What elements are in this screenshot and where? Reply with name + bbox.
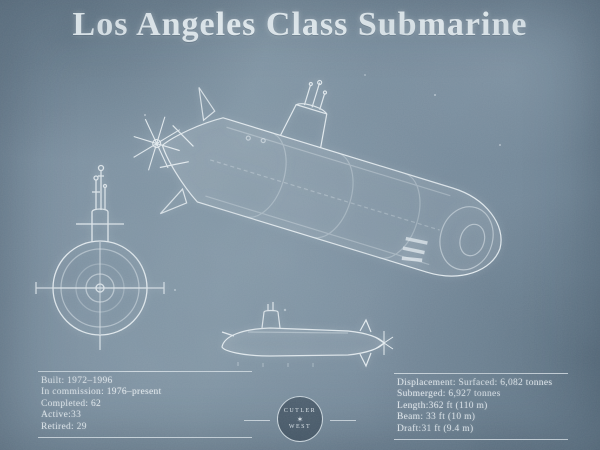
spec-line-draft: Draft:31 ft (9.4 m) <box>397 423 474 434</box>
periscope-mast <box>76 166 124 243</box>
spec-line-built: Built: 1972–1996 <box>41 375 113 386</box>
brand-badge: CUTLER ✶ WEST <box>277 396 323 442</box>
spec-block-dimensions: Displacement: Surfaced: 6,082 tonnes Sub… <box>394 372 568 440</box>
spec-line-completed: Completed: 62 <box>41 398 102 409</box>
profile-sail <box>262 302 280 328</box>
spec-block-service-history: Built: 1972–1996 In commission: 1976–pre… <box>38 370 252 438</box>
badge-bottom-text: WEST <box>288 423 312 430</box>
spec-line-submerged: Submerged: 6,927 tonnes <box>397 389 501 399</box>
spec-line-length: Length:362 ft (110 m) <box>397 400 488 411</box>
badge-dash-left <box>244 420 270 421</box>
spec-line-beam: Beam: 33 ft (10 m) <box>397 412 476 422</box>
badge-top-text: CUTLER <box>283 407 317 414</box>
star-icon: ✶ <box>296 414 304 424</box>
badge-dash-right <box>330 420 356 421</box>
sail-tower <box>280 74 339 147</box>
poster-title: Los Angeles Class Submarine <box>72 6 528 43</box>
spec-line-active: Active:33 <box>41 410 82 420</box>
spec-line-displacement: Displacement: Surfaced: 6,082 tonnes <box>397 377 553 388</box>
spec-line-retired: Retired: 29 <box>41 421 87 432</box>
submarine-front-view-drawing <box>30 158 170 358</box>
spec-line-commission: In commission: 1976–present <box>41 387 162 397</box>
